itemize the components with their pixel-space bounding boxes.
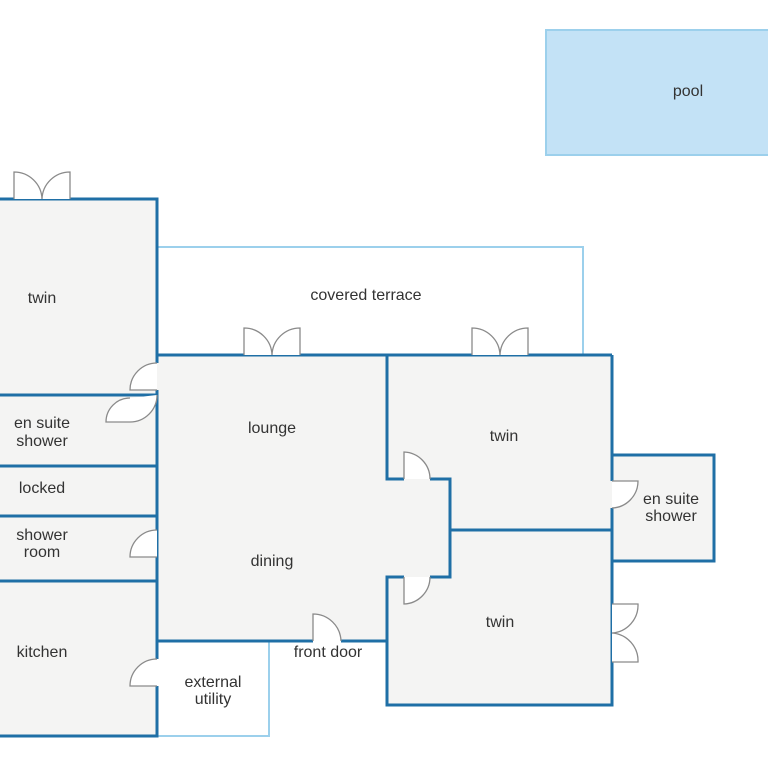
twin-east-room bbox=[387, 355, 612, 530]
external-utility-outline bbox=[157, 641, 270, 737]
label-twin-east: twin bbox=[490, 428, 518, 445]
en-suite-shower-east-room bbox=[612, 455, 714, 561]
wall-lounge-east-upper bbox=[385, 355, 404, 481]
label-external-utility-1: external bbox=[185, 674, 242, 691]
label-front-door: front door bbox=[294, 644, 363, 661]
kitchen-room bbox=[0, 581, 157, 736]
doors bbox=[13, 171, 639, 687]
double-door-twin-terrace bbox=[471, 327, 529, 356]
double-door-west-twin bbox=[13, 171, 71, 200]
wall-en-suite-east bbox=[612, 453, 716, 563]
label-twin-south: twin bbox=[486, 614, 514, 631]
label-en-suite-west-2: shower bbox=[16, 433, 68, 450]
label-shower-room-2: room bbox=[24, 544, 60, 561]
label-dining: dining bbox=[251, 553, 294, 570]
front-door-swing bbox=[312, 613, 342, 642]
door-twin-west bbox=[129, 362, 158, 391]
door-shower-room bbox=[129, 529, 158, 558]
door-twin-south bbox=[403, 576, 431, 605]
pool bbox=[545, 29, 768, 156]
double-door-twin-south-east bbox=[611, 603, 639, 663]
twin-west-room bbox=[0, 199, 157, 396]
door-en-suite-east bbox=[611, 480, 639, 509]
label-en-suite-east-1: en suite bbox=[643, 491, 699, 508]
label-pool: pool bbox=[673, 83, 703, 100]
door-kitchen bbox=[129, 658, 158, 687]
label-kitchen: kitchen bbox=[17, 644, 68, 661]
door-en-suite-west bbox=[105, 394, 158, 423]
covered-terrace-outline bbox=[157, 246, 584, 355]
label-en-suite-west-1: en suite bbox=[14, 415, 70, 432]
double-door-lounge-terrace bbox=[243, 327, 301, 356]
label-twin-west: twin bbox=[28, 290, 56, 307]
locked-room bbox=[0, 466, 157, 516]
label-locked: locked bbox=[19, 480, 65, 497]
door-twin-east bbox=[403, 451, 431, 480]
label-covered-terrace: covered terrace bbox=[310, 287, 421, 304]
lounge-dining-room bbox=[157, 355, 450, 641]
label-shower-room-1: shower bbox=[16, 527, 68, 544]
label-en-suite-east-2: shower bbox=[645, 508, 697, 525]
label-external-utility-2: utility bbox=[195, 691, 231, 708]
label-lounge: lounge bbox=[248, 420, 296, 437]
wall-lounge-east-step bbox=[430, 477, 452, 579]
twin-south-room bbox=[387, 530, 612, 705]
wall-kitchen-east bbox=[0, 581, 159, 738]
